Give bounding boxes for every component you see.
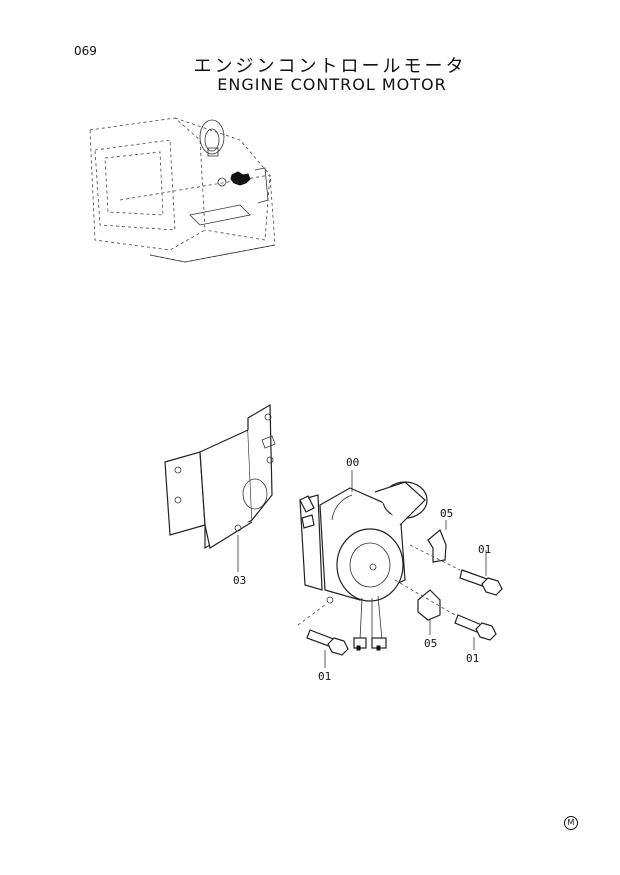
- callout-bolt-right: 01: [466, 652, 480, 665]
- bolt-right: [394, 579, 497, 650]
- title-english: ENGINE CONTROL MOTOR: [217, 75, 447, 94]
- page-number: 069: [74, 44, 97, 58]
- title-japanese: エンジンコントロールモータ: [193, 56, 467, 77]
- bolt-upper: [409, 544, 503, 596]
- model-marker: M: [564, 816, 578, 830]
- clip-lower: [417, 589, 441, 635]
- callout-clip-lower: 05: [424, 637, 438, 650]
- clip-upper: [427, 520, 447, 563]
- callout-motor: 00: [346, 456, 360, 469]
- callout-bolt-upper: 01: [478, 543, 492, 556]
- excavator-locator-view: [89, 117, 276, 263]
- callout-clip-upper: 05: [440, 507, 454, 520]
- callout-bracket: 03: [233, 574, 247, 587]
- motor-part: [299, 470, 428, 651]
- bracket-part: [164, 403, 276, 572]
- bolt-left: [297, 604, 349, 668]
- callout-bolt-left: 01: [318, 670, 332, 683]
